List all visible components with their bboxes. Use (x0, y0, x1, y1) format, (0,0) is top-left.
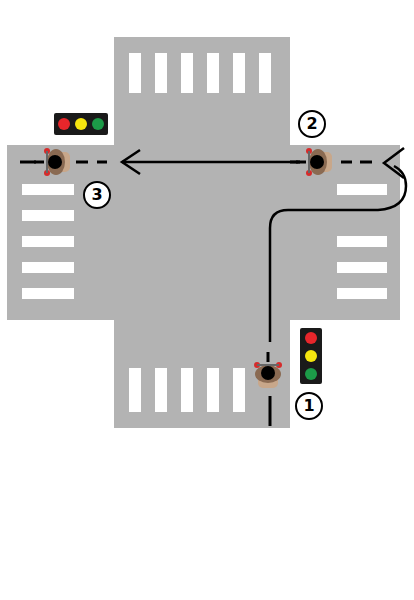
callout-number: 2 (298, 110, 326, 138)
arrow-head (122, 150, 140, 174)
cyclist (34, 148, 70, 176)
cyclist (254, 352, 282, 388)
traffic-light-horizontal (54, 113, 108, 135)
crosswalk-left (22, 184, 74, 299)
cyclist (296, 148, 332, 176)
route-chevron (384, 148, 404, 178)
callout-number: 1 (295, 392, 323, 420)
crosswalk-bottom (129, 368, 245, 412)
traffic-light-vertical (300, 328, 322, 384)
callout-number: 3 (83, 181, 111, 209)
crosswalk-right (337, 184, 387, 299)
crosswalk-top (129, 53, 271, 93)
horizontal-road (7, 145, 400, 320)
straight-arrow (122, 161, 298, 164)
turn-route (270, 166, 406, 342)
dashed-lines (20, 162, 372, 426)
